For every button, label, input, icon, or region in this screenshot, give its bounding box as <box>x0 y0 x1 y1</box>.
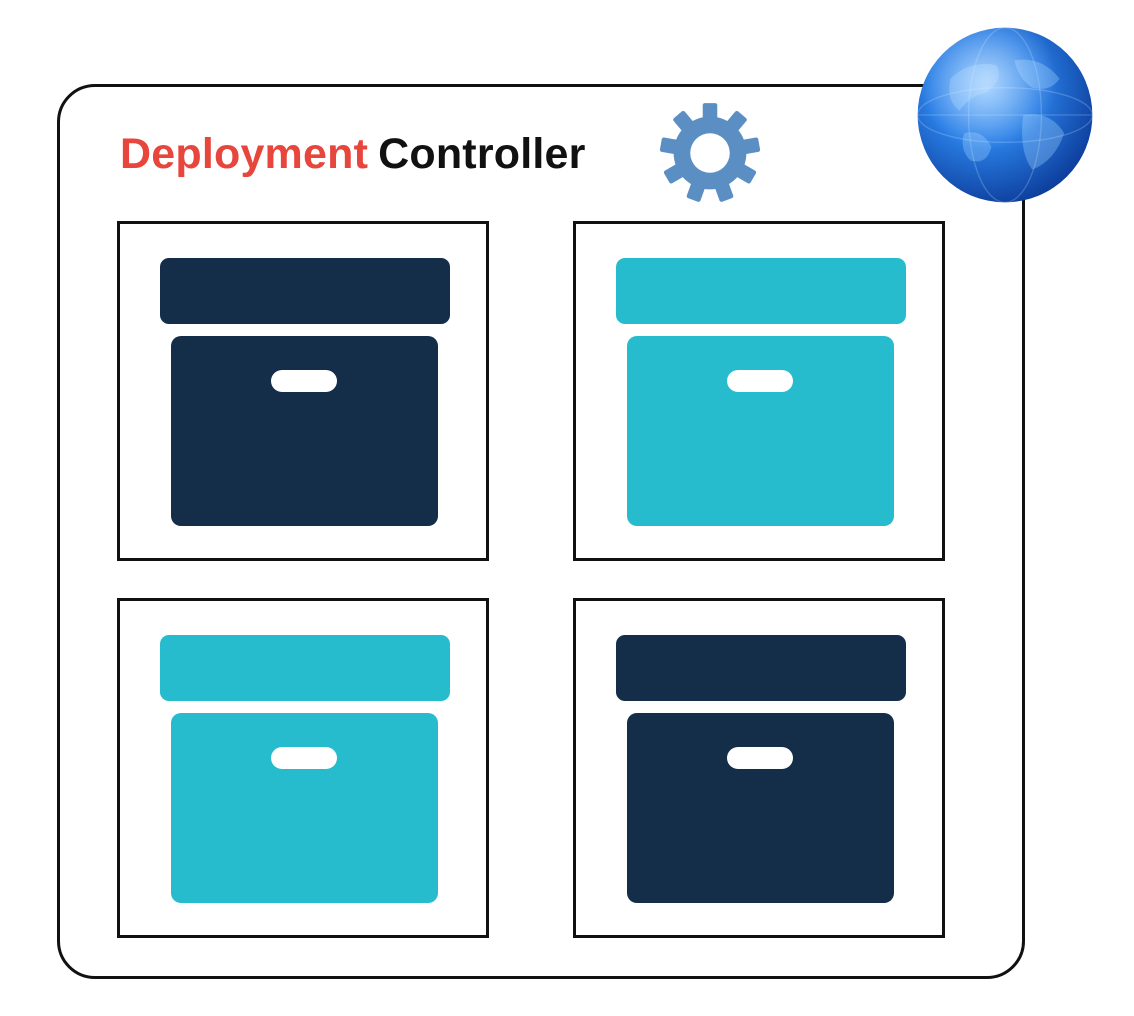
box-lid <box>616 635 906 701</box>
box-body <box>627 713 894 903</box>
box-lid <box>616 258 906 324</box>
globe-icon <box>916 26 1094 204</box>
box-handle <box>271 370 337 392</box>
box-body <box>171 713 438 903</box>
archive-box-icon <box>616 635 906 905</box>
archive-box-icon <box>160 635 450 905</box>
archive-box-icon <box>616 258 906 528</box>
pod-cell-3 <box>117 598 489 938</box>
box-lid <box>160 258 450 324</box>
box-body <box>627 336 894 526</box>
box-body <box>171 336 438 526</box>
archive-box-icon <box>160 258 450 528</box>
pod-cell-4 <box>573 598 945 938</box>
title-main-word: Controller <box>378 130 586 178</box>
box-lid <box>160 635 450 701</box>
pod-cell-1 <box>117 221 489 561</box>
gear-icon <box>659 103 761 202</box>
box-handle <box>727 747 793 769</box>
box-handle <box>727 370 793 392</box>
box-handle <box>271 747 337 769</box>
title-accent-word: Deployment <box>120 130 369 178</box>
pod-cell-2 <box>573 221 945 561</box>
